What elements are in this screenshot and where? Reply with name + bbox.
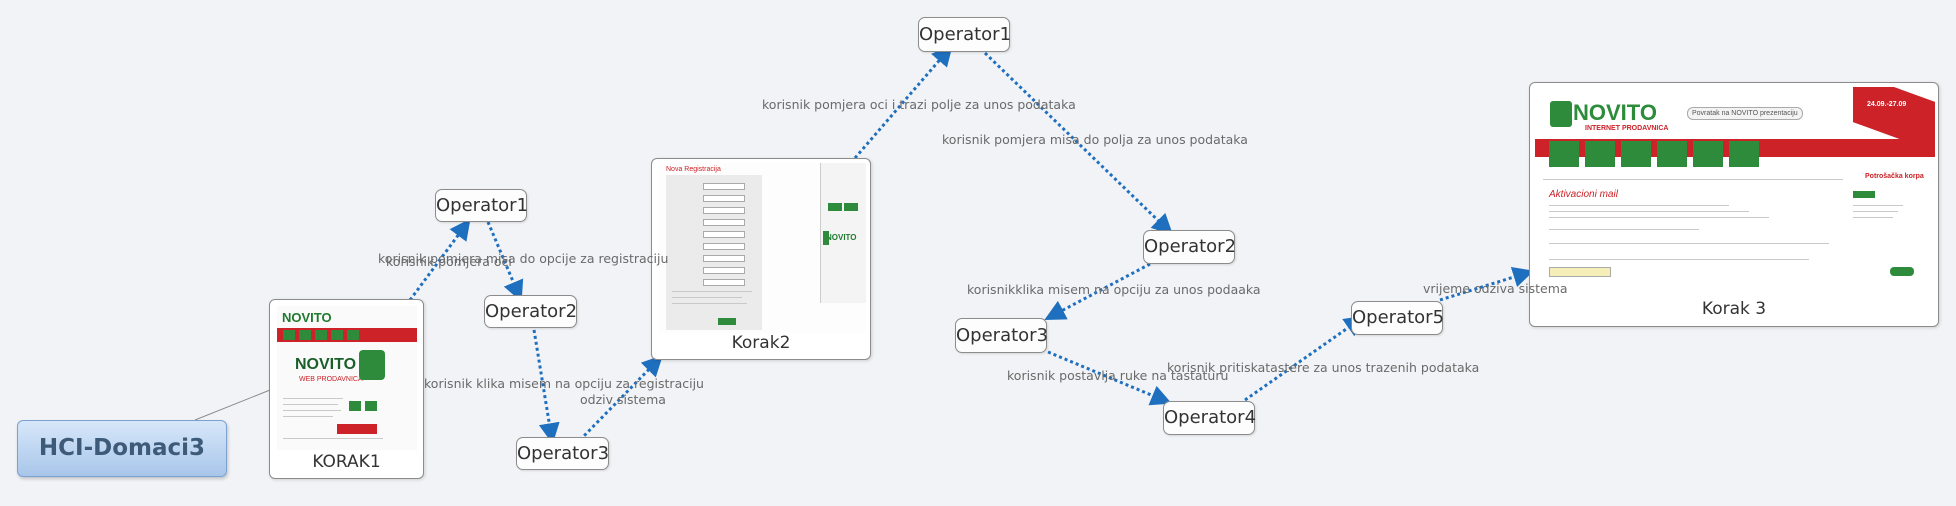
korak2-logo: NOVITO	[826, 233, 857, 242]
korak3-date: 24.09.-27.09	[1867, 101, 1907, 108]
edge-bop2-bop3	[1044, 262, 1151, 320]
korak3-sub: INTERNET PRODAVNICA	[1585, 125, 1669, 132]
edge-op2-op3	[532, 329, 560, 445]
edge-label-6: korisnikklika misem na opciju za unos po…	[967, 282, 1261, 297]
operator-a2-label: Operator2	[485, 301, 578, 322]
korak2-caption: Korak2	[731, 333, 791, 353]
operator-a3[interactable]: Operator3	[516, 437, 609, 470]
operator-b3-label: Operator3	[956, 325, 1049, 346]
operator-b2-label: Operator2	[1144, 236, 1237, 257]
operator-b1[interactable]: Operator1	[918, 17, 1012, 52]
edge-bop1-bop2	[983, 51, 1174, 235]
operator-a1-label: Operator1	[436, 195, 529, 216]
operator-a3-label: Operator3	[517, 443, 610, 464]
operator-b3[interactable]: Operator3	[955, 318, 1049, 353]
korak1-sub: WEB PRODAVNICA	[299, 376, 363, 383]
operator-b4-label: Operator4	[1164, 407, 1257, 428]
edge-korak1-op1	[408, 218, 471, 301]
edge-bop5-korak3	[1439, 266, 1535, 302]
operator-a1[interactable]: Operator1	[435, 189, 529, 222]
edge-bop4-bop5	[1244, 315, 1366, 402]
edge-label-4: korisnik pomjera oci i trazi polje za un…	[762, 97, 1076, 112]
edge-label-3: odziv sistema	[580, 392, 666, 407]
korak1-screenshot: NOVITO NOVITO WEB PRODAVNICA	[277, 306, 417, 450]
edge-op3-korak2	[578, 354, 663, 442]
edge-label-1b: korisnik pomjera misa do opcije za regis…	[378, 251, 669, 266]
korak3-logo: NOVITO	[1573, 100, 1657, 125]
korak3-caption: Korak 3	[1701, 299, 1767, 319]
korak2-title: Nova Registracija	[666, 166, 721, 173]
operator-b2[interactable]: Operator2	[1143, 230, 1237, 264]
korak3-card[interactable]: NOVITO INTERNET PRODAVNICA Povratak na N…	[1529, 82, 1939, 327]
operator-b1-label: Operator1	[919, 24, 1012, 45]
korak1-caption: KORAK1	[312, 452, 381, 472]
edge-label-1a: korisnik pomjera oci	[386, 254, 512, 269]
korak3-heading: Aktivacioni mail	[1549, 189, 1618, 200]
operator-a2[interactable]: Operator2	[484, 295, 577, 328]
korak3-top-button[interactable]: Povratak na NOVITO prezentaciju	[1687, 107, 1803, 120]
operator-b4[interactable]: Operator4	[1163, 401, 1257, 435]
operator-b5-label: Operator5	[1352, 307, 1445, 328]
korak3-screenshot: NOVITO INTERNET PRODAVNICA Povratak na N…	[1535, 87, 1935, 297]
root-connector	[194, 389, 271, 421]
korak2-card[interactable]: Nova Registracija NOVITO Korak2	[651, 158, 871, 360]
edge-label-5: korisnik pomjera misa do polja za unos p…	[942, 132, 1248, 147]
korak1-card[interactable]: NOVITO NOVITO WEB PRODAVNICA KORAK1	[269, 299, 424, 479]
edge-label-2: korisnik klika misem na opciju za regist…	[424, 376, 704, 391]
korak3-cart[interactable]: Potrošačka korpa	[1865, 173, 1924, 180]
edge-korak2-bop1	[853, 44, 953, 159]
korak1-logo: NOVITO	[282, 310, 332, 325]
edge-label-9: vrijeme odziva sistema	[1423, 281, 1568, 296]
edge-label-7: korisnik postavlja ruke na tastaturu	[1007, 368, 1229, 383]
edge-op1-op2	[486, 221, 524, 302]
edge-label-8: korisnik pritiskatastere za unos trazeni…	[1167, 360, 1480, 375]
operator-b5[interactable]: Operator5	[1351, 301, 1445, 335]
korak2-screenshot: Nova Registracija NOVITO	[658, 163, 866, 333]
edge-bop3-bop4	[1047, 350, 1172, 406]
korak1-big-logo: NOVITO	[295, 356, 357, 373]
root-topic[interactable]: HCI-Domaci3	[17, 420, 227, 477]
